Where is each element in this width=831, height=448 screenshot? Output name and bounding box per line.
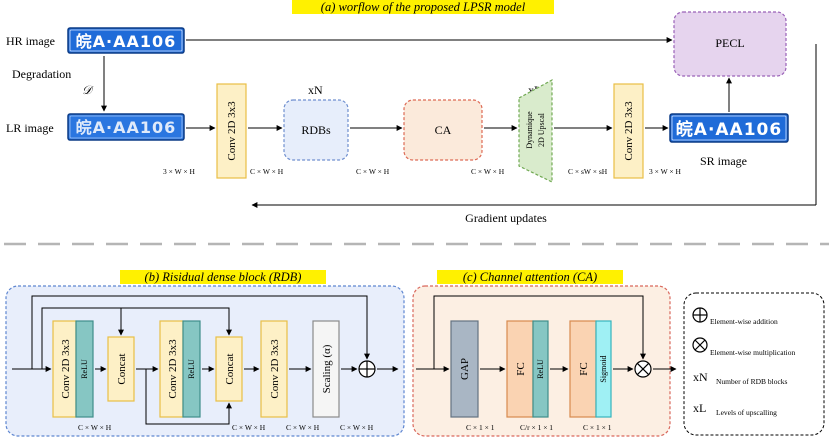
svg-text:皖A·AA106: 皖A·AA106 — [676, 119, 782, 140]
svg-text:Concat: Concat — [116, 353, 128, 384]
rdb-conv3-block: Conv 2D 3x3 — [260, 320, 288, 418]
title-b-highlight — [120, 270, 326, 284]
svg-text:GAP: GAP — [459, 358, 471, 380]
ca-dim-2: C/r × 1 × 1 — [520, 423, 553, 432]
conv-out-block: Conv 2D 3x3 — [613, 83, 644, 179]
svg-text:Conv 2D 3x3: Conv 2D 3x3 — [226, 101, 238, 161]
title-c: (c) Channel attention (CA) — [463, 270, 597, 284]
svg-text:CA: CA — [435, 123, 452, 137]
rdb-relu1-block: ReLU — [75, 320, 94, 418]
svg-text:FC: FC — [578, 362, 590, 375]
svg-text:ReLU: ReLU — [536, 359, 545, 379]
legend-n-text: Number of RDB blocks — [716, 377, 788, 386]
svg-text:2D Upscal: 2D Upscal — [537, 112, 546, 147]
ca-block: CA — [403, 99, 483, 161]
ca-dim-1: C × 1 × 1 — [466, 423, 495, 432]
rdbs-repeat: xN — [308, 83, 323, 97]
top-arrows — [101, 37, 817, 208]
rdb-conv1-block: Conv 2D 3x3 — [52, 320, 77, 418]
ca-dim-3: C × 1 × 1 — [583, 423, 612, 432]
hr-plate-image: 皖A·AA106 — [67, 27, 185, 54]
rdb-conv2-block: Conv 2D 3x3 — [159, 320, 184, 418]
svg-text:FC: FC — [515, 362, 527, 375]
degradation-label: Degradation — [12, 67, 71, 81]
legend-l-text: Levels of upscalling — [716, 408, 777, 417]
rdb-add-op — [358, 360, 376, 378]
dim-conv-in: C × W × H — [250, 167, 284, 176]
rdbs-block: RDBs — [283, 99, 349, 161]
rdb-dim-2: C × W × H — [232, 423, 266, 432]
pecl-block: PECL — [673, 11, 787, 77]
svg-text:Conv 2D 3x3: Conv 2D 3x3 — [623, 101, 635, 161]
legend-n-symbol: xN — [693, 370, 708, 384]
sr-image-label: SR image — [700, 154, 747, 168]
dim-input: 3 × W × H — [163, 167, 196, 176]
svg-text:Sigmoid: Sigmoid — [599, 355, 608, 382]
rdb-dim-1: C × W × H — [78, 423, 112, 432]
legend-add-text: Element-wise addition — [710, 317, 778, 326]
rdb-dim-3: C × W × H — [286, 423, 320, 432]
rdb-arrows — [12, 295, 399, 425]
hr-image-label: HR image — [6, 34, 55, 48]
svg-text:ReLU: ReLU — [80, 359, 89, 379]
svg-text:Dynamique: Dynamique — [525, 111, 534, 149]
svg-text:Scaling (α): Scaling (α) — [321, 344, 333, 393]
gradient-updates-label: Gradient updates — [465, 211, 547, 225]
title-b: (b) Risidual dense block (RDB) — [145, 270, 302, 284]
ca-relu-block: ReLU — [532, 320, 549, 418]
ca-gap-block: GAP — [450, 320, 479, 418]
svg-text:皖A·AA106: 皖A·AA106 — [76, 32, 177, 51]
svg-text:Conv 2D 3x3: Conv 2D 3x3 — [269, 339, 281, 399]
rdb-relu2-block: ReLU — [182, 320, 201, 418]
upscale-block: Dynamique 2D Upscal — [518, 78, 553, 183]
dim-upscale: C × sW × sH — [568, 167, 608, 176]
ca-fc1-block: FC — [506, 320, 534, 418]
svg-text:ReLU: ReLU — [187, 359, 196, 379]
ca-sigmoid-block: Sigmoid — [595, 320, 612, 418]
legend-box — [683, 292, 825, 436]
legend-add-icon — [692, 307, 708, 323]
svg-text:皖A·AA106: 皖A·AA106 — [76, 118, 177, 137]
lr-image-label: LR image — [6, 121, 54, 135]
dim-output: 3 × W × H — [649, 167, 682, 176]
ca-fc2-block: FC — [569, 320, 597, 418]
svg-text:Concat: Concat — [224, 353, 236, 384]
svg-text:PECL: PECL — [715, 36, 744, 50]
degradation-symbol: 𝒟 — [82, 83, 94, 97]
conv-in-block: Conv 2D 3x3 — [216, 83, 247, 179]
rdb-concat1-block: Concat — [107, 336, 135, 402]
rdb-dim-4: C × W × H — [340, 423, 374, 432]
ca-arrows — [416, 295, 677, 372]
title-c-highlight — [437, 270, 623, 284]
rdb-scaling-block: Scaling (α) — [312, 320, 340, 418]
legend-l-symbol: xL — [693, 401, 706, 415]
title-a-highlight — [292, 0, 554, 14]
dim-ca: C × W × H — [471, 167, 505, 176]
title-a: (a) worflow of the proposed LPSR model — [321, 0, 526, 14]
svg-text:Conv 2D 3x3: Conv 2D 3x3 — [60, 339, 72, 399]
legend-multiply-text: Element-wise multiplication — [710, 348, 795, 357]
ca-multiply-op — [634, 360, 652, 378]
svg-text:RDBs: RDBs — [301, 123, 331, 137]
rdb-panel — [5, 285, 405, 437]
dim-rdbs: C × W × H — [356, 167, 390, 176]
sr-plate-image: 皖A·AA106 — [669, 113, 789, 143]
svg-text:Conv 2D 3x3: Conv 2D 3x3 — [167, 339, 179, 399]
rdb-concat2-block: Concat — [215, 336, 243, 402]
legend-multiply-icon — [692, 337, 708, 353]
lr-plate-image: 皖A·AA106 — [67, 113, 185, 141]
